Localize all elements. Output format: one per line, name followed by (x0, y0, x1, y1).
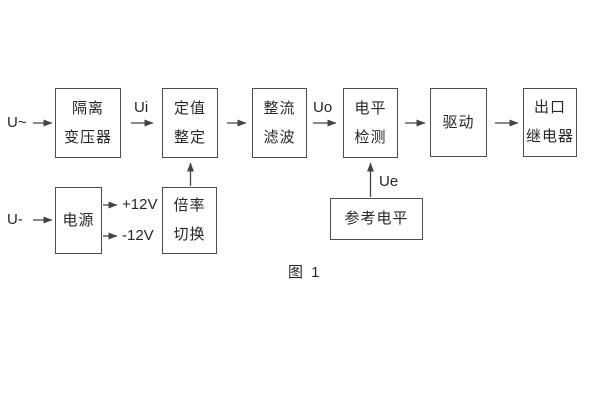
signal-label-minus-12v: -12V (122, 227, 154, 244)
block-label: 倍率 (173, 197, 206, 214)
block-label: 出口 (533, 99, 566, 116)
block-label: 检测 (354, 128, 387, 146)
figure-caption: 图 1 (288, 264, 322, 281)
block-level-detect: 电平 检测 (343, 88, 398, 158)
signal-label-dc-input: U- (7, 211, 23, 228)
block-label: 切换 (173, 226, 206, 243)
block-label: 继电器 (525, 128, 574, 145)
block-label: 滤波 (263, 128, 296, 146)
block-label: 隔离 (71, 99, 104, 117)
block-output-relay: 出口 继电器 (523, 88, 577, 157)
block-label: 定值 (173, 99, 206, 117)
block-label: 整定 (173, 128, 206, 146)
block-rectify-filter: 整流 滤波 (252, 88, 307, 158)
signal-label-ui: Ui (134, 99, 149, 116)
block-isolation-transformer: 隔离 变压器 (55, 88, 121, 158)
block-label: 电平 (354, 99, 387, 117)
block-label: 变压器 (63, 128, 112, 146)
block-power-supply: 电源 (55, 187, 102, 254)
block-label: 电源 (62, 211, 95, 229)
block-setting-adjust: 定值 整定 (162, 88, 218, 158)
signal-label-uo: Uo (313, 99, 333, 116)
block-label: 参考电平 (344, 210, 409, 227)
block-ratio-switch: 倍率 切换 (162, 187, 217, 254)
signal-label-plus-12v: +12V (122, 196, 158, 213)
block-label: 驱动 (442, 113, 475, 131)
block-drive: 驱动 (430, 88, 487, 157)
signal-label-ue: Ue (379, 173, 399, 190)
block-reference-level: 参考电平 (330, 198, 423, 240)
signal-label-ac-input: U~ (7, 114, 27, 131)
block-label: 整流 (263, 99, 296, 117)
